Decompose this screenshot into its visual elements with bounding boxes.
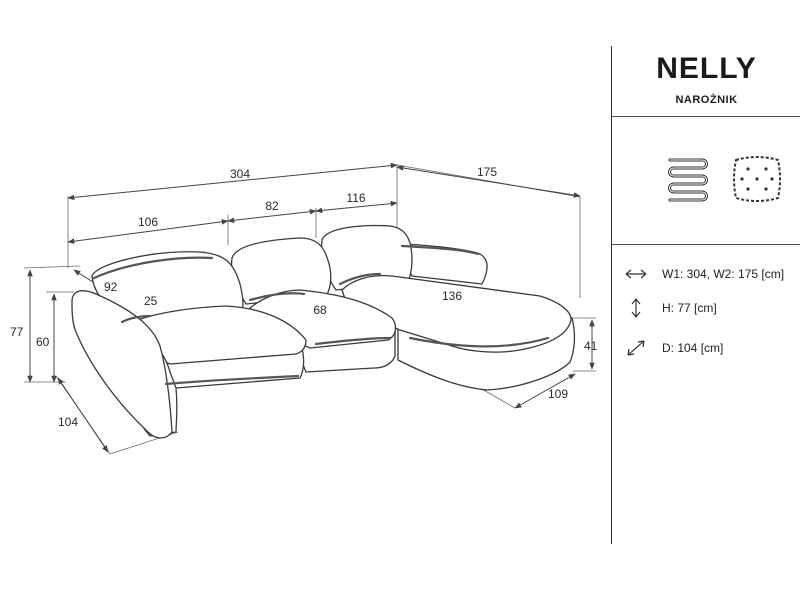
spec-depth: D: 104 [cm] <box>622 338 723 358</box>
spec-height-text: H: 77 [cm] <box>662 301 717 315</box>
product-info-panel: NELLY NAROŻNIK W1: 304, W2: 175 [cm] H: … <box>611 46 800 544</box>
vertical-arrow-icon <box>631 298 641 318</box>
label-total-width: 304 <box>230 167 250 181</box>
sofa-technical-drawing: 304 175 106 82 116 92 25 68 136 77 60 10… <box>10 162 598 455</box>
spring-icon <box>664 154 712 209</box>
horizontal-arrow-icon <box>625 269 647 279</box>
dimension-labels: 304 175 106 82 116 92 25 68 136 77 60 10… <box>10 165 598 429</box>
sofa-outline <box>71 224 576 439</box>
label-height: 77 <box>10 325 24 339</box>
divider-bottom <box>612 244 800 245</box>
tufted-cushion-icon <box>730 152 784 211</box>
spec-width-text: W1: 304, W2: 175 [cm] <box>662 267 785 281</box>
diagonal-arrow-icon <box>627 340 645 356</box>
spec-width: W1: 304, W2: 175 [cm] <box>622 264 784 284</box>
divider-top <box>612 116 800 117</box>
label-middle-section: 82 <box>265 199 279 213</box>
dim-line-175 <box>396 165 581 198</box>
spec-depth-text: D: 104 [cm] <box>662 341 724 355</box>
seam-lines <box>92 244 550 386</box>
product-type: NAROŻNIK <box>675 94 738 106</box>
dim-line-82 <box>227 208 317 224</box>
dim-line-109 <box>514 373 576 409</box>
label-seat-height: 60 <box>36 335 50 349</box>
label-right-section: 116 <box>346 191 365 205</box>
product-name: NELLY <box>656 52 757 85</box>
spec-height: H: 77 [cm] <box>622 298 717 318</box>
label-depth: 104 <box>58 415 78 429</box>
dim-line-116 <box>315 200 398 214</box>
dim-line-304 <box>67 162 398 201</box>
label-chaise-length: 175 <box>477 165 497 179</box>
label-left-section: 106 <box>138 215 158 229</box>
label-chaise-seat: 136 <box>442 289 462 303</box>
label-chaise-width: 109 <box>548 387 568 401</box>
dim-line-106 <box>67 219 229 244</box>
armrest-front <box>71 290 173 439</box>
label-armrest-width: 92 <box>104 280 118 294</box>
label-chaise-height: 41 <box>584 339 598 353</box>
dim-line-104 <box>57 377 109 453</box>
label-armrest-top: 25 <box>144 294 158 308</box>
label-seat-depth: 68 <box>313 303 327 317</box>
